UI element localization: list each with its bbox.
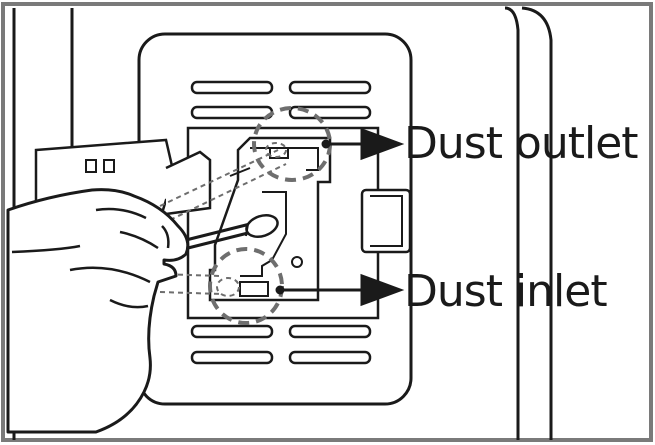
dust-outlet-label: Dust outlet <box>404 118 639 169</box>
vent-slots-top <box>190 80 372 120</box>
side-latch <box>360 188 412 254</box>
outlet-arrowhead <box>360 127 405 161</box>
dust-inlet-label: Dust inlet <box>404 266 608 317</box>
hand <box>6 188 190 434</box>
sensor-compartment <box>186 126 380 320</box>
cotton-swab <box>185 214 279 250</box>
inlet-arrowhead <box>360 273 405 307</box>
callout-arrows <box>275 127 405 307</box>
vent-slots-bottom <box>190 324 372 365</box>
